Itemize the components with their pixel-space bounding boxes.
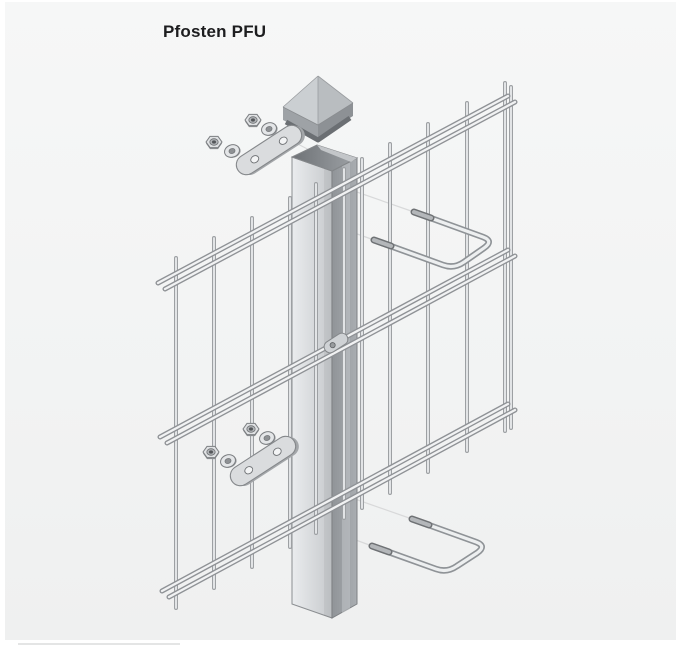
page-title: Pfosten PFU (163, 22, 267, 41)
u-bolt-upper (370, 208, 492, 270)
hex-nut (244, 113, 262, 128)
clamp-plate-lower (202, 422, 304, 492)
hex-nut (205, 135, 223, 150)
hex-nut (242, 422, 260, 437)
footer-divider (18, 643, 180, 645)
post-cap (282, 75, 354, 143)
hex-nut (202, 445, 220, 460)
post-top-opening (290, 144, 359, 172)
u-bolt-lower (368, 515, 485, 574)
